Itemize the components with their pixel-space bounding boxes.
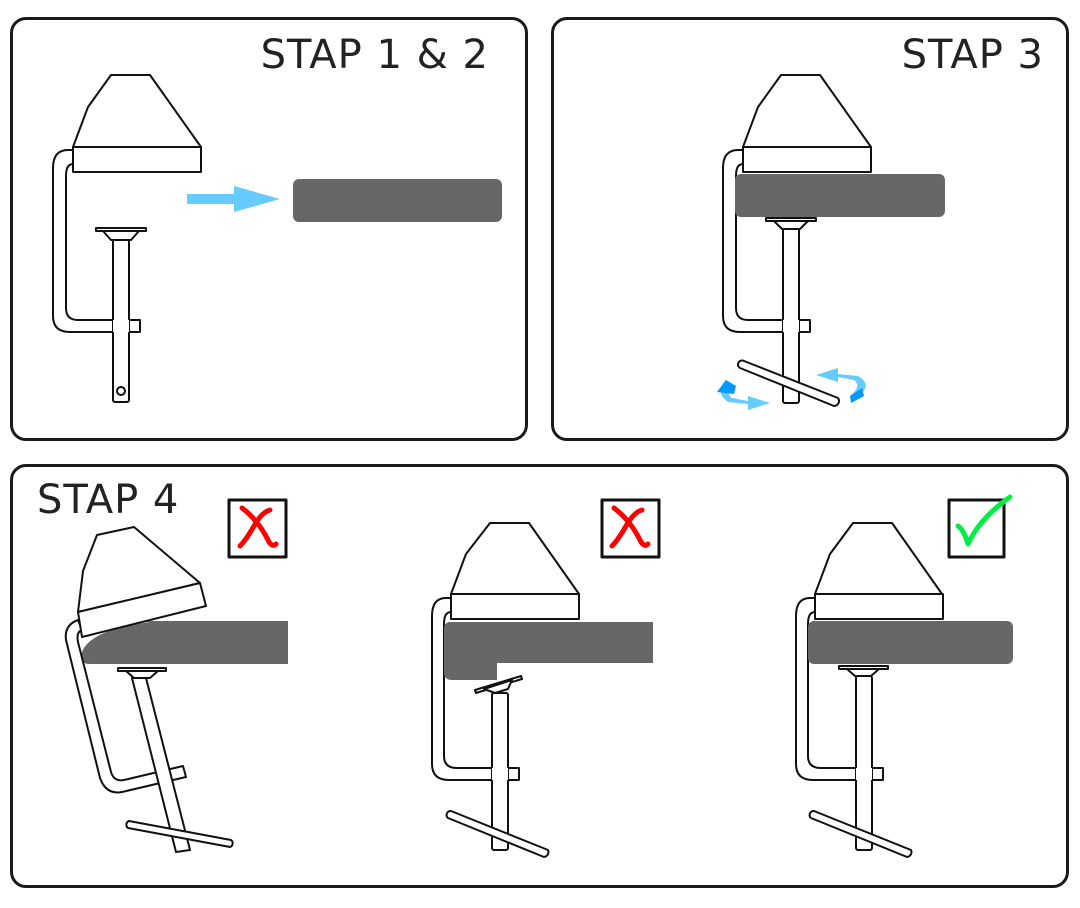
step-title: STAP 4 (37, 477, 180, 523)
step-title: STAP 3 (901, 32, 1044, 78)
panel-step-3: STAP 3 (551, 17, 1069, 441)
step-title: STAP 1 & 2 (260, 32, 489, 78)
panel-step-1-2: STAP 1 & 2 (10, 17, 528, 441)
panel-step-4: STAP 4 (10, 464, 1069, 888)
